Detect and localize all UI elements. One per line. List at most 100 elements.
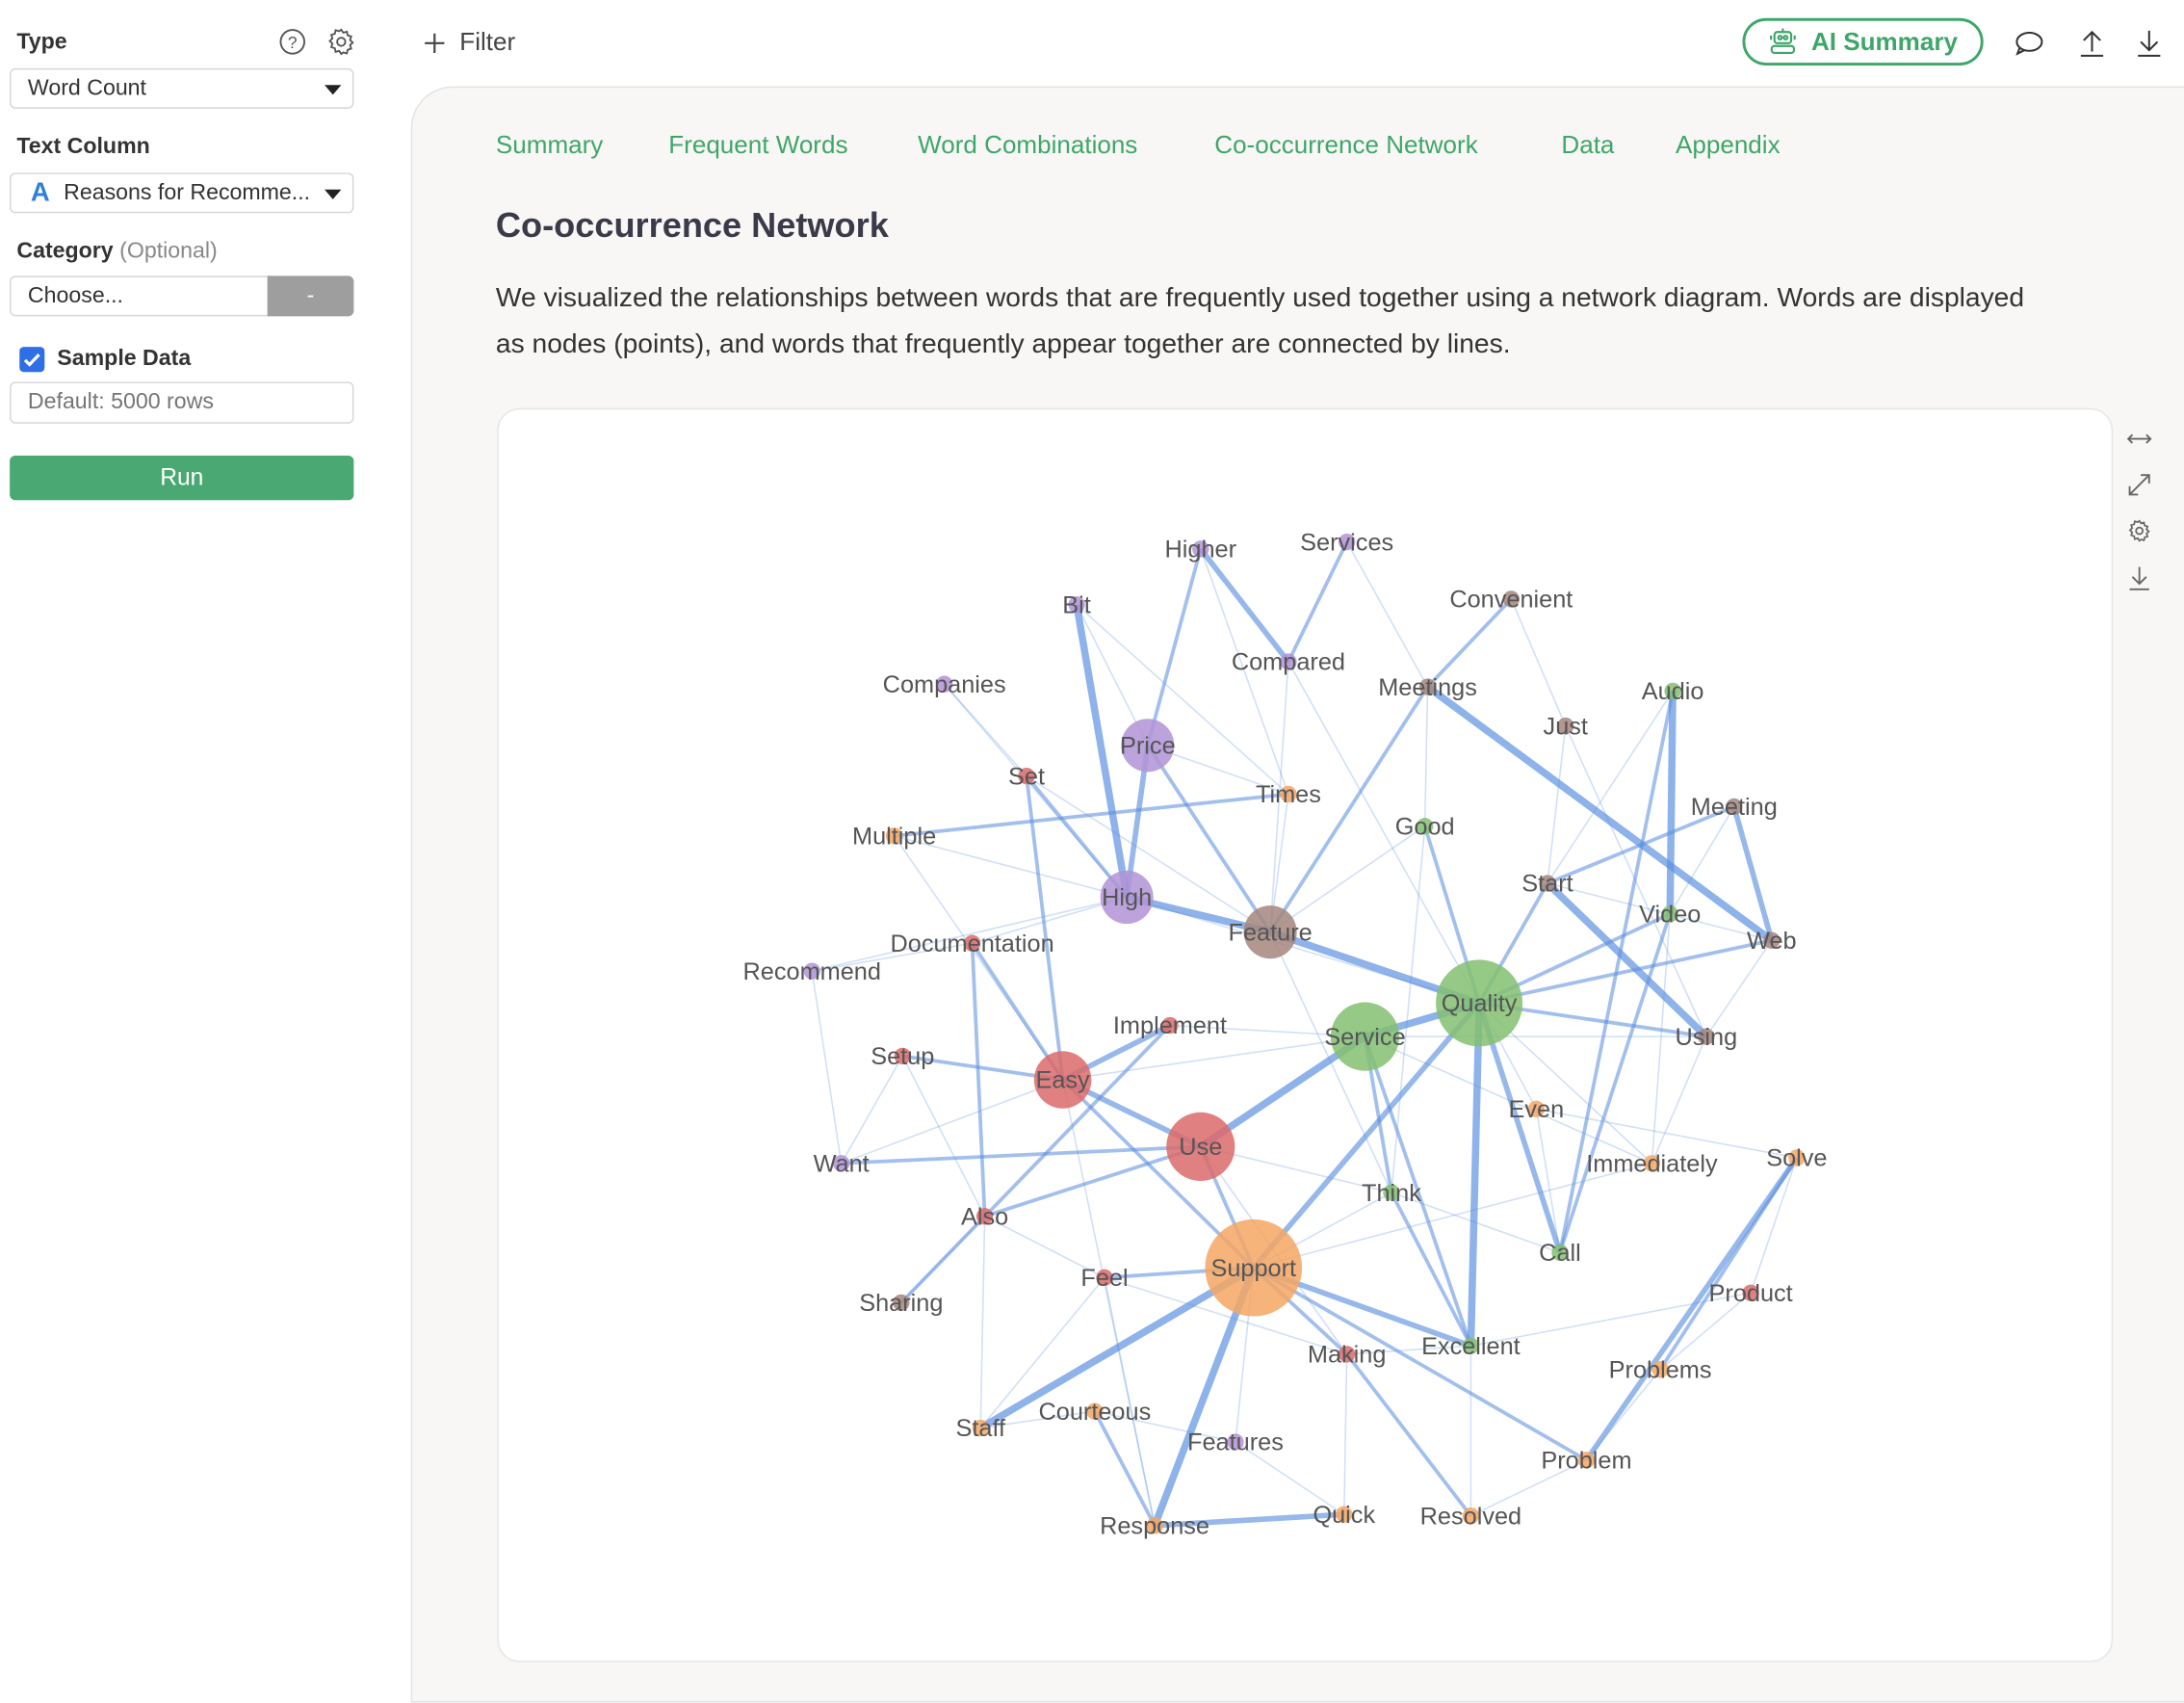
fit-width-icon[interactable]	[2125, 428, 2153, 457]
node-companies[interactable]	[935, 675, 953, 693]
edge-recommend-want	[811, 971, 843, 1164]
node-sharing[interactable]	[893, 1294, 910, 1312]
node-high[interactable]	[1100, 870, 1154, 925]
category-clear-button[interactable]: -	[267, 275, 354, 317]
node-think[interactable]	[1383, 1184, 1400, 1201]
node-excellent[interactable]	[1462, 1337, 1480, 1354]
node-setup[interactable]	[894, 1047, 911, 1065]
node-multiple[interactable]	[885, 827, 903, 845]
upload-icon[interactable]	[2078, 28, 2106, 66]
node-audio[interactable]	[1664, 682, 1681, 700]
edge-service-excellent	[1363, 1035, 1473, 1347]
tab-frequent-words[interactable]: Frequent Words	[668, 130, 848, 159]
node-use[interactable]	[1166, 1112, 1235, 1181]
node-courteous[interactable]	[1086, 1402, 1104, 1420]
node-video[interactable]	[1661, 905, 1678, 923]
node-features[interactable]	[1227, 1433, 1244, 1451]
comment-icon[interactable]	[2014, 29, 2044, 64]
node-good[interactable]	[1416, 818, 1434, 835]
chart-download-icon[interactable]	[2127, 564, 2152, 599]
type-select[interactable]: Word Count	[10, 67, 354, 109]
node-meeting[interactable]	[1726, 798, 1743, 816]
edge-quality-web	[1478, 938, 1773, 1006]
edge-support-staff	[978, 1264, 1256, 1431]
node-staff[interactable]	[972, 1419, 989, 1437]
tab-co-occurrence-network[interactable]: Co-occurrence Network	[1214, 130, 1478, 159]
node-immediately[interactable]	[1643, 1155, 1661, 1172]
edge-web-using	[1705, 939, 1773, 1037]
node-making[interactable]	[1338, 1346, 1356, 1363]
node-even[interactable]	[1527, 1100, 1546, 1118]
run-button[interactable]: Run	[10, 455, 354, 501]
node-label: Multiple	[852, 824, 936, 851]
tab-appendix[interactable]: Appendix	[1676, 130, 1781, 159]
ai-summary-button[interactable]: AI Summary	[1742, 17, 1984, 66]
node-want[interactable]	[832, 1155, 850, 1172]
node-product[interactable]	[1742, 1284, 1759, 1301]
sample-data-checkbox[interactable]	[19, 347, 45, 373]
node-set[interactable]	[1018, 767, 1035, 785]
node-compared[interactable]	[1280, 653, 1297, 670]
page-title: Co-occurrence Network	[495, 206, 889, 246]
expand-icon[interactable]	[2127, 472, 2152, 504]
node-problem[interactable]	[1577, 1452, 1596, 1469]
node-solve[interactable]	[1788, 1149, 1806, 1166]
edge-services-compared	[1287, 540, 1349, 663]
tab-data[interactable]: Data	[1561, 130, 1615, 159]
edge-recommend-documentation	[812, 942, 973, 972]
node-meetings[interactable]	[1418, 678, 1437, 695]
node-easy[interactable]	[1033, 1051, 1092, 1109]
node-label: Think	[1362, 1180, 1421, 1207]
chart-settings-icon[interactable]	[2127, 518, 2152, 550]
edge-feel-making	[1104, 1276, 1347, 1355]
node-services[interactable]	[1338, 533, 1356, 551]
sample-rows-input[interactable]	[10, 381, 354, 424]
node-feel[interactable]	[1096, 1269, 1113, 1287]
node-documentation[interactable]	[963, 934, 981, 952]
node-resolved[interactable]	[1462, 1507, 1480, 1525]
edge-meetings-good	[1423, 687, 1429, 826]
text-column-select[interactable]: A Reasons for Recomme...	[10, 172, 354, 214]
node-convenient[interactable]	[1502, 590, 1521, 608]
node-recommend[interactable]	[803, 962, 820, 980]
node-label: Product	[1709, 1280, 1793, 1307]
node-higher[interactable]	[1192, 540, 1209, 558]
edge-setup-also	[901, 1056, 986, 1218]
node-also[interactable]	[975, 1208, 994, 1225]
node-call[interactable]	[1551, 1244, 1569, 1261]
chevron-down-icon	[325, 189, 342, 199]
gear-icon[interactable]	[325, 26, 356, 64]
edge-also-use	[984, 1144, 1202, 1218]
node-problems[interactable]	[1651, 1361, 1669, 1378]
edge-quick-features	[1235, 1441, 1345, 1515]
edge-audio-video	[1666, 691, 1677, 914]
node-price[interactable]	[1121, 719, 1175, 773]
node-quick[interactable]	[1336, 1506, 1353, 1523]
node-web[interactable]	[1763, 931, 1781, 949]
node-times[interactable]	[1280, 785, 1297, 803]
download-icon[interactable]	[2135, 28, 2163, 66]
node-label: Compared	[1232, 649, 1345, 676]
edge-solve-problem	[1584, 1156, 1800, 1462]
tab-word-combinations[interactable]: Word Combinations	[918, 130, 1138, 159]
node-response[interactable]	[1146, 1517, 1163, 1534]
node-support[interactable]	[1205, 1218, 1303, 1317]
node-start[interactable]	[1539, 875, 1556, 892]
filter-button[interactable]: Filter	[424, 28, 515, 57]
node-feature[interactable]	[1243, 905, 1297, 959]
node-implement[interactable]	[1161, 1016, 1179, 1035]
node-quality[interactable]	[1436, 959, 1523, 1047]
node-bit[interactable]	[1068, 596, 1085, 614]
node-just[interactable]	[1557, 717, 1574, 735]
help-icon[interactable]: ?	[278, 28, 306, 63]
node-label: Making	[1308, 1342, 1387, 1369]
category-select[interactable]: Choose...	[10, 275, 270, 317]
node-service[interactable]	[1330, 1002, 1400, 1071]
edge-staff-feel	[979, 1276, 1105, 1429]
edge-response-quick	[1154, 1511, 1344, 1529]
edge-convenient-meetings	[1426, 597, 1513, 689]
edge-audio-start	[1547, 690, 1674, 884]
edge-bit-times	[1076, 604, 1289, 796]
node-using[interactable]	[1698, 1028, 1715, 1045]
tab-summary[interactable]: Summary	[495, 130, 604, 159]
